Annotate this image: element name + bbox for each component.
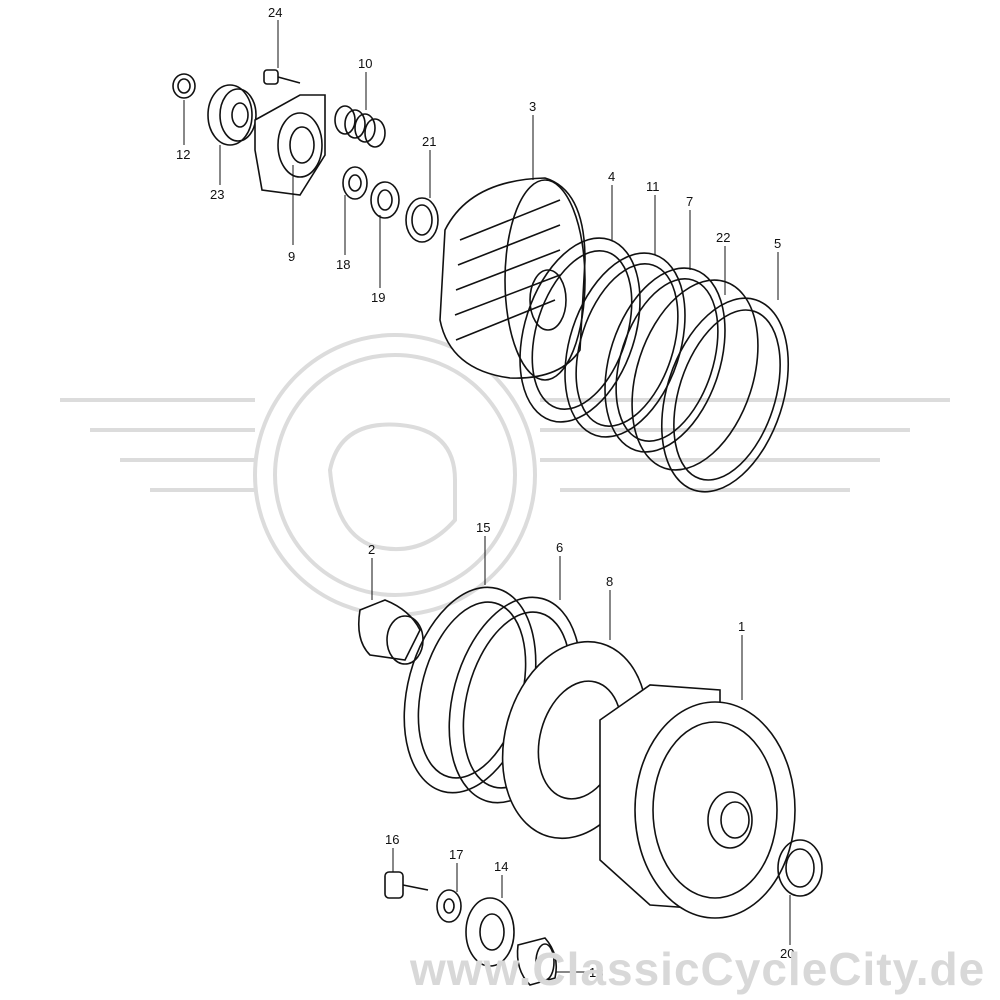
part-9-lifter-plate xyxy=(254,94,326,196)
part-5-friction-disc xyxy=(660,297,790,493)
callout-21: 21 xyxy=(422,134,436,149)
callout-23: 23 xyxy=(210,187,224,202)
callout-1: 1 xyxy=(738,619,745,634)
callout-7: 7 xyxy=(686,194,693,209)
part-14-gear xyxy=(465,897,515,967)
callout-labels: 24 10 12 23 9 18 19 21 3 4 11 7 22 5 2 1… xyxy=(176,5,794,980)
part-13-sleeve xyxy=(516,937,558,986)
callout-16: 16 xyxy=(385,832,399,847)
callout-11: 11 xyxy=(646,179,660,194)
callout-8: 8 xyxy=(606,574,613,589)
callout-12: 12 xyxy=(176,147,190,162)
part-24-screw xyxy=(263,69,301,85)
callout-24: 24 xyxy=(268,5,282,20)
part-3-clutch-center xyxy=(439,177,586,381)
part-16-bolt xyxy=(384,871,429,899)
part-18-nut xyxy=(342,166,368,200)
callout-10: 10 xyxy=(358,56,372,71)
callout-2: 2 xyxy=(368,542,375,557)
part-21-washer xyxy=(405,197,439,243)
part-22-wire-ring xyxy=(631,279,759,471)
part-12-bolt xyxy=(172,73,196,99)
part-10-springs xyxy=(334,105,386,148)
part-19-lock-washer xyxy=(370,181,400,219)
callout-15: 15 xyxy=(476,520,490,535)
part-2-collar xyxy=(357,599,424,665)
watermark-text: www.ClassicCycleCity.de xyxy=(409,943,985,995)
callout-22: 22 xyxy=(716,230,730,245)
callout-4: 4 xyxy=(608,169,615,184)
callout-20: 20 xyxy=(780,946,794,961)
part-23-bearing xyxy=(207,84,257,146)
callout-14: 14 xyxy=(494,859,508,874)
part-17-washer xyxy=(436,889,462,923)
callout-18: 18 xyxy=(336,257,350,272)
part-7-clutch-plate xyxy=(604,267,726,453)
callout-6: 6 xyxy=(556,540,563,555)
leader-lines xyxy=(183,20,791,973)
callout-19: 19 xyxy=(371,290,385,305)
part-1-clutch-outer xyxy=(599,684,796,919)
callout-17: 17 xyxy=(449,847,463,862)
callout-5: 5 xyxy=(774,236,781,251)
callout-13: 13 xyxy=(589,965,603,980)
part-20-washer xyxy=(777,839,823,897)
callout-3: 3 xyxy=(529,99,536,114)
part-4-friction-disc xyxy=(519,237,641,423)
callout-9: 9 xyxy=(288,249,295,264)
part-11-clutch-plate xyxy=(564,252,686,438)
